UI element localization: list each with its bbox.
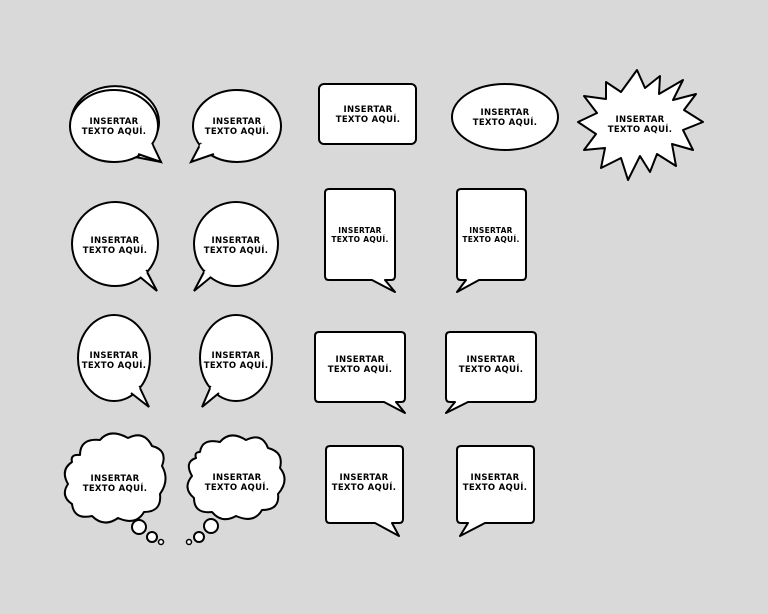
bubble-text-line2: TEXTO AQUÍ. <box>205 481 270 493</box>
bubble-text-line2: TEXTO AQUÍ. <box>473 116 538 128</box>
bubble-text-line2: TEXTO AQUÍ. <box>82 125 147 137</box>
vertical-oval-bubble-tail-right: INSERTAR TEXTO AQUÍ. <box>77 314 151 408</box>
bubble-text-line1: INSERTAR <box>343 105 392 115</box>
bubble-text-line2: TEXTO AQUÍ. <box>336 113 401 125</box>
bubble-text-line2: TEXTO AQUÍ. <box>462 235 519 244</box>
bubble-text-line2: TEXTO AQUÍ. <box>204 244 269 256</box>
bubble-text-line2: TEXTO AQUÍ. <box>83 244 148 256</box>
square-box-tail-right: INSERTAR TEXTO AQUÍ. <box>325 445 404 537</box>
bubble-text-line2: TEXTO AQUÍ. <box>459 363 524 375</box>
tall-box-tail-left: INSERTAR TEXTO AQUÍ. <box>456 188 527 293</box>
bubble-text-line2: TEXTO AQUÍ. <box>463 481 528 493</box>
bubble-text-line1: INSERTAR <box>90 474 139 484</box>
bubble-text-line1: INSERTAR <box>466 355 515 365</box>
bubble-text-line2: TEXTO AQUÍ. <box>83 482 148 494</box>
vertical-oval-bubble-tail-left: INSERTAR TEXTO AQUÍ. <box>199 314 273 408</box>
tall-box-tail-right: INSERTAR TEXTO AQUÍ. <box>324 188 396 293</box>
bubble-text-line2: TEXTO AQUÍ. <box>332 481 397 493</box>
starburst-shout-bubble: INSERTAR TEXTO AQUÍ. <box>577 69 704 181</box>
ellipse-box: INSERTAR TEXTO AQUÍ. <box>451 83 559 151</box>
bubble-text-line1: INSERTAR <box>615 115 664 125</box>
square-box-tail-left: INSERTAR TEXTO AQUÍ. <box>456 445 535 537</box>
bubble-text-line1: INSERTAR <box>212 117 261 127</box>
bubble-text-line1: INSERTAR <box>339 473 388 483</box>
bubble-text-line2: TEXTO AQUÍ. <box>331 235 388 244</box>
bubble-text-line2: TEXTO AQUÍ. <box>204 359 269 371</box>
round-bubble-tail-right: INSERTAR TEXTO AQUÍ. <box>71 201 159 292</box>
bubble-text-line1: INSERTAR <box>212 473 261 483</box>
wide-box-tail-left: INSERTAR TEXTO AQUÍ. <box>445 331 537 414</box>
bubble-text-line2: TEXTO AQUÍ. <box>328 363 393 375</box>
bubble-text-line2: TEXTO AQUÍ. <box>608 123 673 135</box>
bubble-text-line1: INSERTAR <box>480 108 529 118</box>
thought-cloud-bubble-dots-right: INSERTAR TEXTO AQUÍ. <box>63 432 167 546</box>
thought-cloud-bubble-dots-left: INSERTAR TEXTO AQUÍ. <box>185 434 286 546</box>
bubble-text-line1: INSERTAR <box>90 236 139 246</box>
rounded-rectangle-box: INSERTAR TEXTO AQUÍ. <box>318 83 417 145</box>
bubble-text-line1: INSERTAR <box>335 355 384 365</box>
bubble-text-line1: INSERTAR <box>469 226 513 235</box>
bubble-text-line1: INSERTAR <box>89 117 138 127</box>
oval-bubble-tail-left: INSERTAR TEXTO AQUÍ. <box>188 89 282 164</box>
bubble-text-line1: INSERTAR <box>338 226 382 235</box>
oval-bubble-tail-right: INSERTAR TEXTO AQUÍ. <box>69 85 163 164</box>
bubble-text-line1: INSERTAR <box>211 351 260 361</box>
bubble-text-line1: INSERTAR <box>89 351 138 361</box>
bubble-text-line2: TEXTO AQUÍ. <box>205 125 270 137</box>
bubble-text-line2: TEXTO AQUÍ. <box>82 359 147 371</box>
bubble-text-line1: INSERTAR <box>211 236 260 246</box>
wide-box-tail-right: INSERTAR TEXTO AQUÍ. <box>314 331 406 414</box>
round-bubble-tail-left: INSERTAR TEXTO AQUÍ. <box>193 201 279 292</box>
bubble-text-line1: INSERTAR <box>470 473 519 483</box>
